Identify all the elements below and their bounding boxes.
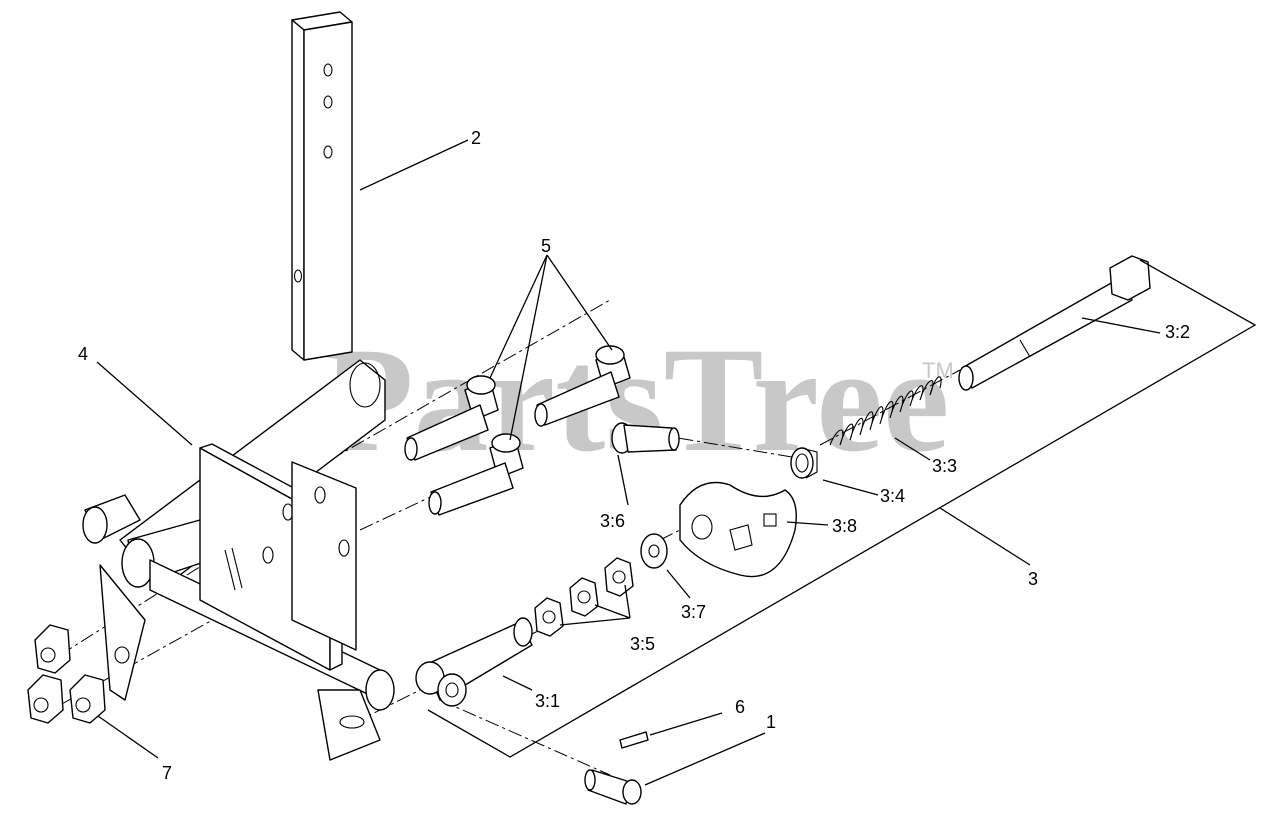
callout-3: 3 xyxy=(1028,569,1038,589)
cam-plate-part xyxy=(679,481,797,578)
leader-lines xyxy=(96,139,1161,786)
callout-3-5: 3:5 xyxy=(630,634,655,654)
pivot-bracket-part xyxy=(82,359,395,761)
callout-3-4: 3:4 xyxy=(880,486,905,506)
washer-part xyxy=(640,533,668,569)
lock-nut-set-part xyxy=(27,624,106,724)
watermark-trademark: TM xyxy=(922,358,954,383)
callout-7: 7 xyxy=(162,763,172,783)
callout-3-6: 3:6 xyxy=(600,511,625,531)
callout-3-1: 3:1 xyxy=(535,691,560,711)
bushing-part xyxy=(790,447,818,479)
clevis-part xyxy=(415,617,533,707)
shoulder-bolt-part xyxy=(611,422,680,454)
callout-3-7: 3:7 xyxy=(681,602,706,622)
callout-3-2: 3:2 xyxy=(1165,322,1190,342)
callout-2: 2 xyxy=(471,128,481,148)
callout-labels: 2 5 4 3:2 3:3 3:4 3:8 3:6 3:7 3:5 3:1 3 … xyxy=(78,128,1190,783)
callout-5: 5 xyxy=(541,236,551,256)
callout-1: 1 xyxy=(766,712,776,732)
cotter-pin-part xyxy=(619,731,649,749)
bolt-set-part xyxy=(404,345,631,516)
callout-4: 4 xyxy=(78,344,88,364)
spring-part xyxy=(829,376,942,446)
callout-3-3: 3:3 xyxy=(932,456,957,476)
clevis-pin-part xyxy=(584,769,642,805)
assembly-3-outline xyxy=(427,259,1257,758)
callout-6: 6 xyxy=(735,697,745,717)
jam-nut-set-part xyxy=(534,557,634,637)
callout-3-8: 3:8 xyxy=(832,516,857,536)
long-bolt-part xyxy=(958,255,1151,391)
square-tube-part xyxy=(291,11,353,361)
